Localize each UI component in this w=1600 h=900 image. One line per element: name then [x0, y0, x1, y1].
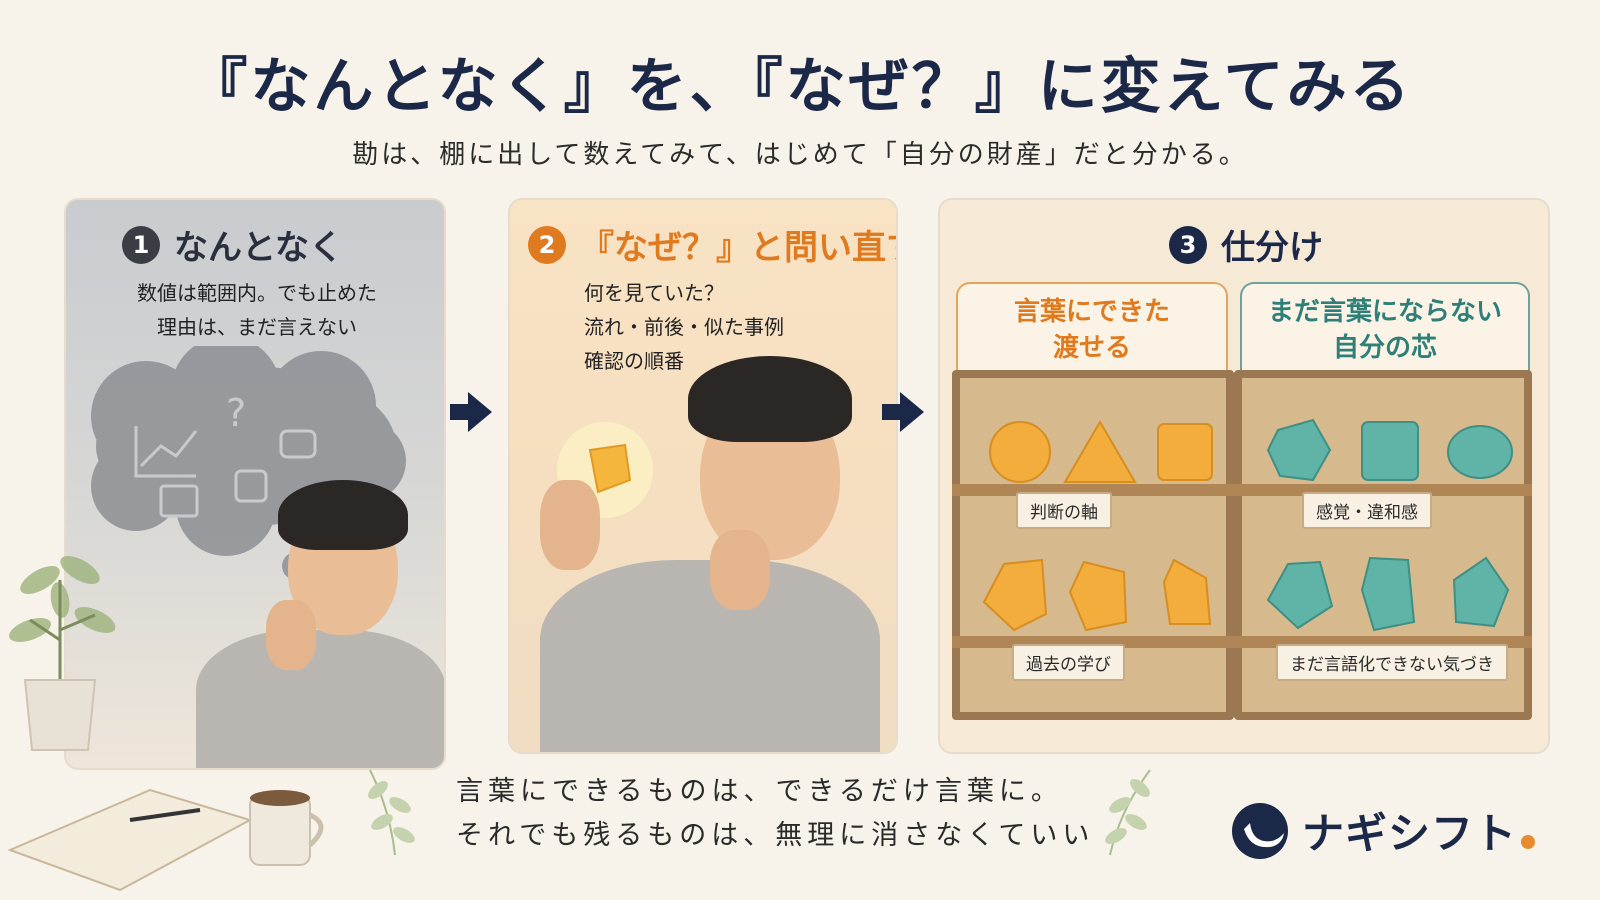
teal-gems-row-2 — [1266, 556, 1510, 632]
calendar-icon — [159, 484, 199, 518]
amber-gems-row-2 — [982, 558, 1212, 632]
panel-2-title-text: 『なぜ？』と問い直す — [580, 228, 898, 268]
panel-1-caption: 数値は範囲内。でも止めた 理由は、まだ言えない — [66, 276, 444, 344]
panel-2-title: 2 『なぜ？』と問い直す — [528, 220, 898, 269]
step-1-badge: 1 — [122, 225, 160, 264]
brand-logo-icon — [1232, 802, 1288, 859]
line-chart-icon — [134, 426, 198, 478]
teal-gems-row-1 — [1266, 418, 1513, 482]
panel-3-title: 3 仕分け — [940, 220, 1548, 269]
column-head-line: 自分の芯 — [1332, 333, 1437, 363]
panel-1-title-text: なんとなく — [174, 228, 343, 268]
step-2-badge: 2 — [528, 225, 566, 264]
person-1-sweater — [196, 630, 444, 768]
shelf-left: 判断の軸 過去の学び — [952, 370, 1234, 720]
panel-1-caption-line: 理由は、まだ言えない — [157, 315, 357, 339]
panel-3-title-text: 仕分け — [1221, 228, 1323, 268]
panel-2-caption: 何を見ていた？ 流れ・前後・似た事例 確認の順番 — [584, 276, 784, 378]
panel-2-caption-line: 何を見ていた？ — [584, 281, 724, 305]
dice-icon — [234, 469, 268, 503]
arrow-right-icon — [882, 392, 924, 432]
column-head-verbalized: 言葉にできた 渡せる — [956, 282, 1228, 372]
arrow-right-icon — [450, 392, 492, 432]
brand: ナギシフト — [1230, 800, 1536, 861]
mug-icon — [249, 790, 324, 866]
thought-cloud-icon: ? — [91, 346, 406, 598]
amber-gems-row-1 — [989, 420, 1213, 483]
person-2-hair — [688, 356, 852, 442]
plant-icon — [9, 556, 116, 751]
page-title: 『なんとなく』を、『なぜ？』に変えてみる — [187, 52, 1413, 122]
panel-1-caption-line: 数値は範囲内。でも止めた — [137, 281, 377, 305]
leaf-icon — [368, 769, 415, 856]
shelf-label: まだ言語化できない気づき — [1276, 644, 1508, 681]
panel-step-3: 3 仕分け 言葉にできた 渡せる まだ言葉にならない 自分の芯 判断の軸 過去の… — [938, 198, 1550, 754]
page-subtitle: 勘は、棚に出して数えてみて、はじめて「自分の財産」だと分かる。 — [352, 140, 1248, 170]
shelf-label: 感覚・違和感 — [1302, 492, 1432, 529]
column-head-line: 渡せる — [1052, 333, 1131, 363]
shelf-right: 感覚・違和感 まだ言語化できない気づき — [1234, 370, 1532, 720]
person-1-hand — [266, 600, 316, 670]
panel-2-caption-line: 流れ・前後・似た事例 — [584, 315, 784, 339]
brand-dot — [1521, 834, 1536, 849]
panel-2-caption-line: 確認の順番 — [584, 349, 684, 373]
person-2-hand-left — [540, 480, 600, 570]
shelf-label: 過去の学び — [1012, 644, 1125, 681]
bottom-message-line: それでも残るものは、無理に消さなくていい — [456, 820, 1095, 851]
person-1-hair — [278, 480, 408, 550]
shelf-label: 判断の軸 — [1016, 492, 1112, 529]
person-2-hand-chin — [710, 530, 770, 610]
chat-bubble-icon — [279, 429, 317, 459]
bottom-message-line: 言葉にできるものは、できるだけ言葉に。 — [456, 776, 1063, 807]
question-mark-icon: ? — [226, 391, 246, 435]
bottom-message: 言葉にできるものは、できるだけ言葉に。 それでも残るものは、無理に消さなくていい — [456, 770, 1094, 858]
column-head-line: 言葉にできた — [1013, 297, 1170, 327]
panel-step-1: 1 なんとなく 数値は範囲内。でも止めた 理由は、まだ言えない ? — [64, 198, 446, 770]
column-head-line: まだ言葉にならない — [1267, 297, 1502, 327]
leaf-icon — [1105, 769, 1151, 856]
panel-step-2: 2 『なぜ？』と問い直す 何を見ていた？ 流れ・前後・似た事例 確認の順番 — [508, 198, 898, 754]
step-3-badge: 3 — [1169, 225, 1207, 264]
column-head-unverbalized: まだ言葉にならない 自分の芯 — [1240, 282, 1530, 372]
brand-name: ナギシフト — [1302, 809, 1518, 858]
panel-1-title: 1 なんとなく — [122, 220, 343, 269]
person-2-sweater — [540, 560, 880, 752]
